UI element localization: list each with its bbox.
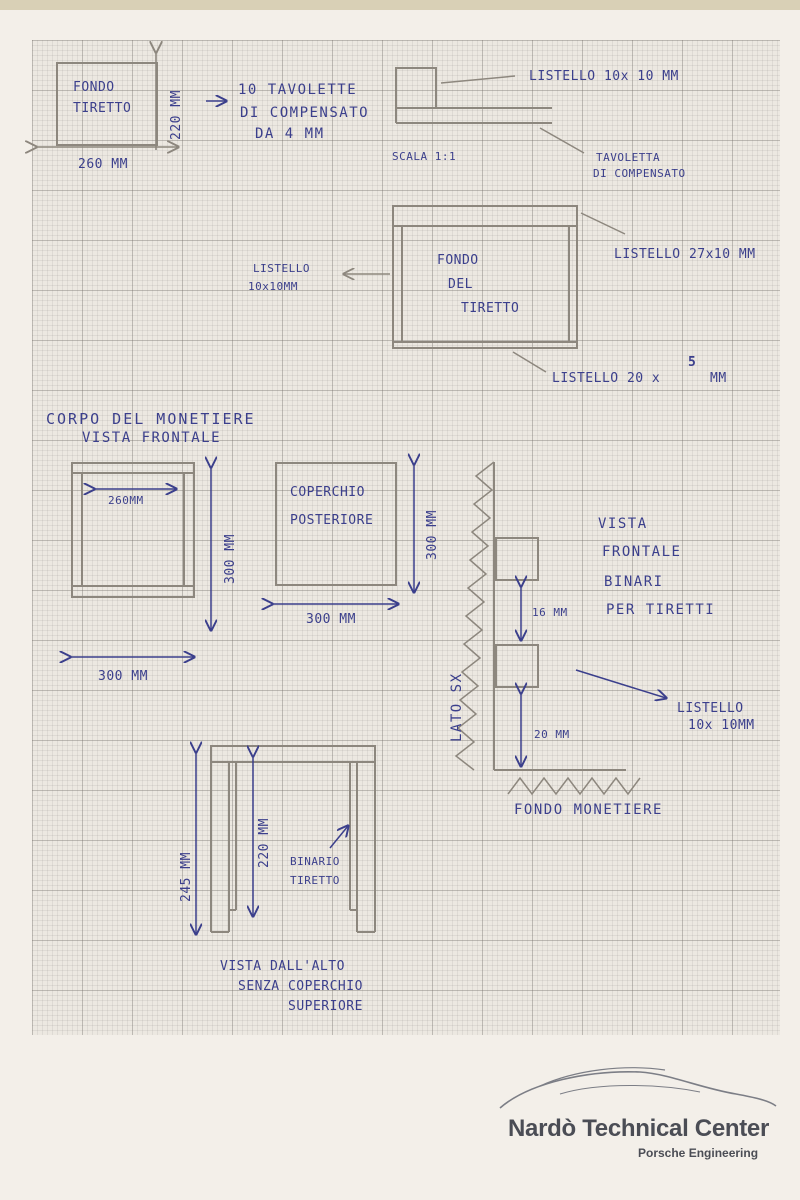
fondo-monetiere-label: FONDO MONETIERE — [514, 802, 663, 818]
leader-tavoletta — [539, 127, 585, 154]
inner-220-dim: 220 MM — [257, 818, 272, 868]
fondo-tiretto-label-2: TIRETTO — [73, 101, 132, 116]
corpo-title-2: VISTA FRONTALE — [82, 430, 222, 446]
cover-height-dim: 300 MM — [425, 510, 440, 560]
drawer-label-3: TIRETTO — [461, 301, 520, 316]
scala-label: SCALA 1:1 — [392, 150, 457, 163]
top-view-front-board — [210, 745, 376, 763]
binario-label-2: TIRETTO — [290, 874, 340, 887]
body-height-dim: 300 MM — [223, 534, 238, 584]
outer-245-dim: 245 MM — [179, 852, 194, 902]
logo-title: Nardò Technical Center — [508, 1115, 770, 1142]
dim-260: 260 MM — [78, 157, 128, 172]
top-edge — [0, 0, 800, 10]
drawer-outline — [392, 205, 578, 349]
listello-rail-label-2: 10x 10MM — [688, 718, 755, 733]
inner-260-dim: 260MM — [108, 494, 144, 507]
drawer-label-2: DEL — [448, 277, 473, 292]
top-view-caption-2: SENZA COPERCHIO — [238, 979, 363, 994]
listello-27x10-label: LISTELLO 27x10 MM — [614, 247, 756, 262]
base-hatch — [507, 776, 641, 796]
tavoletta-label-1: TAVOLETTA — [596, 151, 661, 164]
leader-listello — [440, 75, 516, 84]
listello-rail-label-1: LISTELLO — [677, 701, 744, 716]
gap-16-dim: 16 MM — [532, 606, 568, 619]
listello-left-2: 10x10MM — [248, 280, 298, 293]
listello-10x10-label: LISTELLO 10x 10 MM — [529, 69, 679, 84]
dim-220: 220 MM — [169, 90, 184, 140]
tavolette-note-1: 10 TAVOLETTE — [238, 82, 358, 98]
car-silhouette-icon — [499, 1070, 777, 1109]
tavolette-note-3: DA 4 MM — [255, 126, 325, 142]
listello-20x5-unit: MM — [710, 371, 727, 386]
binario-label-1: BINARIO — [290, 855, 340, 868]
listello-20x5-num: 5 — [688, 355, 697, 370]
rails-title-1: VISTA — [598, 516, 648, 532]
corpo-title-1: CORPO DEL MONETIERE — [46, 410, 256, 428]
body-front-outline — [71, 462, 195, 598]
tavoletta-label-2: DI COMPENSATO — [593, 167, 686, 180]
listello-section — [395, 67, 437, 109]
top-view-caption-1: VISTA DALL'ALTO — [220, 959, 345, 974]
rails-title-3: BINARI — [604, 574, 664, 590]
tavolette-note-2: DI COMPENSATO — [240, 105, 370, 121]
rail-upper — [495, 537, 539, 581]
cover-width-dim: 300 MM — [306, 612, 356, 627]
side-wall-hatch — [454, 461, 495, 771]
listello-27x10 — [392, 205, 578, 227]
drawer-label-1: FONDO — [437, 253, 479, 268]
rails-title-2: FRONTALE — [602, 544, 682, 560]
listello-20x5-label: LISTELLO 20 x — [552, 371, 661, 386]
rails-title-4: PER TIRETTI — [606, 602, 716, 618]
logo-subtitle: Porsche Engineering — [638, 1146, 759, 1160]
body-width-dim: 300 MM — [98, 669, 148, 684]
listello-left-1: LISTELLO — [253, 262, 310, 275]
gap-20-dim: 20 MM — [534, 728, 570, 741]
leader-listello-rail — [575, 669, 666, 698]
rail-lower — [495, 644, 539, 688]
top-view-caption-3: SUPERIORE — [288, 999, 363, 1014]
coperchio-label-2: POSTERIORE — [290, 513, 374, 528]
lato-sx-label: LATO SX — [449, 672, 465, 742]
fondo-tiretto-label-1: FONDO — [73, 80, 115, 95]
coperchio-label-1: COPERCHIO — [290, 485, 365, 500]
back-cover-outline — [275, 462, 397, 586]
